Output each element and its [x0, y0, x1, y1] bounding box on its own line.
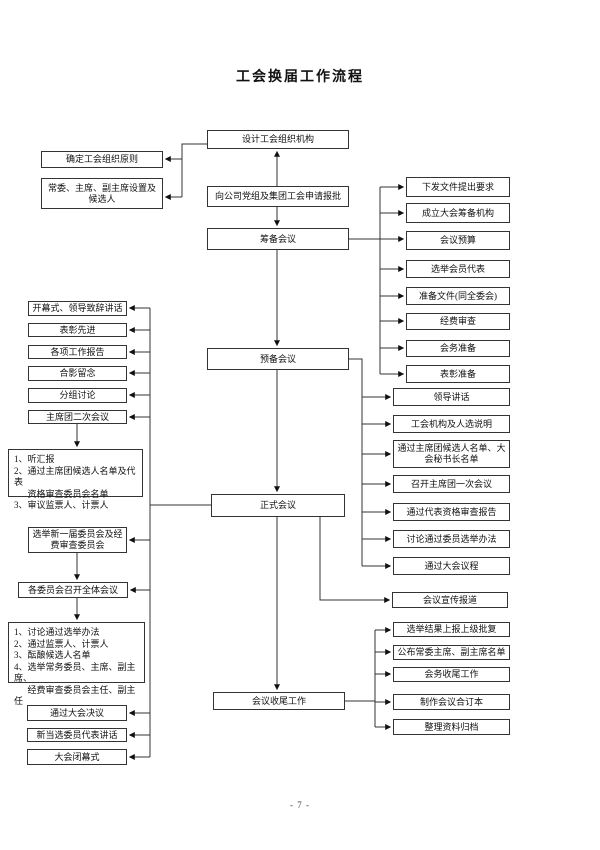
node-fund-review: 经费审查	[406, 313, 510, 330]
node-pass-agenda: 通过大会议程	[393, 557, 510, 575]
node-presidium-first-meeting: 召开主席团一次会议	[393, 475, 510, 493]
node-commend-advanced: 表彰先进	[28, 323, 127, 337]
node-conference-wrapup: 会务收尾工作	[393, 667, 510, 682]
page-number: - 7 -	[290, 800, 310, 810]
node-org-principle: 确定工会组织原则	[41, 151, 163, 168]
node-prepare-meeting: 筹备会议	[207, 228, 349, 250]
node-presidium-second-meeting: 主席团二次会议	[28, 410, 127, 424]
node-leader-speech: 领导讲话	[393, 388, 510, 406]
node-presidium-tasks-list: 1、听汇报 2、通过主席团候选人名单及代表 资格审查委员会名单 3、审议监票人、…	[8, 449, 143, 510]
node-setup-prep-org: 成立大会筹备机构	[406, 203, 510, 223]
node-pass-qualification-report: 通过代表资格审查报告	[393, 503, 510, 521]
node-opening-ceremony: 开幕式、领导致辞讲话	[28, 301, 127, 316]
node-commend-prep: 表彰准备	[406, 365, 510, 383]
node-make-bound-volume: 制作会议合订本	[393, 694, 510, 710]
node-formal-meeting: 正式会议	[211, 494, 345, 517]
node-group-discussion: 分组讨论	[28, 388, 127, 403]
node-publicity-report: 会议宣传报道	[392, 592, 508, 608]
node-new-member-speech: 新当选委员代表讲话	[27, 728, 127, 742]
node-pass-presidium-list: 通过主席团候选人名单、大会秘书长名单	[393, 440, 510, 468]
node-preliminary-meeting: 预备会议	[207, 348, 349, 370]
node-elect-new-committee: 选举新一届委员会及经费审查委员会	[28, 527, 127, 553]
node-org-candidate-explain: 工会机构及人选说明	[393, 415, 510, 433]
node-conference-prep: 会务准备	[406, 340, 510, 357]
node-report-election-results: 选举结果上报上级批复	[393, 622, 510, 637]
node-apply-for-approval: 向公司党组及集团工会申请报批	[207, 186, 349, 207]
node-design-org-structure: 设计工会组织机构	[207, 130, 349, 149]
node-work-reports: 各项工作报告	[28, 345, 127, 359]
node-chair-setup-candidates: 常委、主席、副主席设置及候选人	[41, 178, 163, 209]
node-closing-ceremony: 大会闭幕式	[27, 749, 127, 765]
node-plenary-tasks-list: 1、讨论通过选举办法 2、通过监票人、计票人 3、酝酿候选人名单 4、选举常务委…	[8, 622, 145, 706]
node-group-photo: 合影留念	[28, 366, 127, 381]
node-elect-member-reps: 选举会员代表	[406, 260, 510, 278]
node-meeting-budget: 会议预算	[406, 231, 510, 250]
node-pass-resolution: 通过大会决议	[27, 705, 127, 721]
node-committees-plenary: 各委员会召开全体会议	[18, 582, 128, 598]
node-announce-chair-list: 公布常委主席、副主席名单	[393, 645, 510, 660]
node-prepare-documents: 准备文件(同全委会)	[406, 287, 510, 305]
node-issue-documents: 下发文件提出要求	[406, 177, 510, 197]
page-title: 工会换届工作流程	[236, 70, 364, 85]
node-wrapup-work: 会议收尾工作	[213, 692, 345, 710]
node-discuss-election-method: 讨论通过委员选举办法	[393, 530, 510, 548]
node-archive-materials: 整理资料归档	[393, 719, 510, 735]
